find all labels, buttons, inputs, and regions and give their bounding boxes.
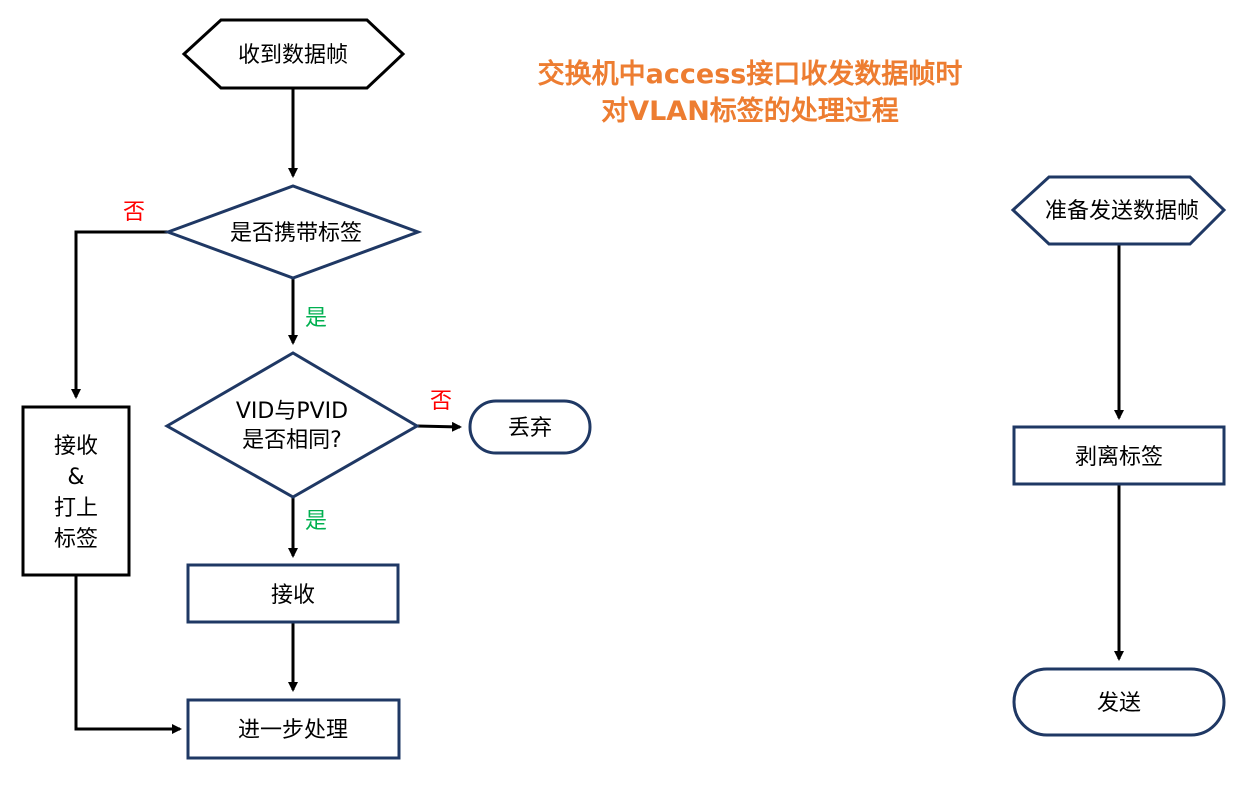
check-tag-label: 是否携带标签 [230, 221, 362, 246]
next-process-box [186, 698, 401, 760]
start-node-hexagon [181, 18, 406, 90]
branch-label-vid-differs: 否 [430, 389, 452, 414]
check-vid-diamond [163, 351, 420, 499]
check-tag-diamond [163, 184, 423, 280]
accept-tag-line2: & [67, 465, 84, 490]
diagram-title-line2: 对VLAN标签的处理过程 [601, 95, 899, 127]
send-terminal [1012, 667, 1226, 737]
branch-label-no-tag: 否 [123, 200, 145, 225]
branch-label-vid-same: 是 [305, 509, 327, 534]
accept-box [186, 563, 400, 624]
discard-terminal [468, 399, 592, 455]
send-start-hexagon [1010, 175, 1227, 246]
accept-label: 接收 [271, 583, 315, 608]
accept-tag-line3: 打上 [54, 496, 98, 521]
accept-tag-line4: 标签 [54, 527, 98, 552]
strip-tag-label: 剥离标签 [1075, 445, 1163, 470]
next-process-label: 进一步处理 [238, 718, 348, 743]
accept-tag-line1: 接收 [54, 434, 98, 459]
arrow-accept-tag-to-next [74, 576, 182, 734]
branch-label-has-tag: 是 [305, 306, 327, 331]
receive-flow-connectors [71, 88, 462, 734]
check-vid-label-line1: VID与PVID [236, 399, 348, 424]
start-node-label: 收到数据帧 [238, 43, 348, 68]
send-label: 发送 [1097, 691, 1141, 716]
accept-tag-box [21, 405, 131, 577]
strip-tag-box [1012, 425, 1226, 486]
arrow-check-tag-to-accept-tag [71, 230, 168, 399]
diagram-title-line1: 交换机中access接口收发数据帧时 [538, 58, 963, 90]
discard-label: 丢弃 [508, 416, 552, 441]
check-vid-label-line2: 是否相同? [242, 428, 342, 453]
arrow-check-vid-to-discard [416, 421, 462, 432]
send-start-label: 准备发送数据帧 [1045, 199, 1199, 224]
